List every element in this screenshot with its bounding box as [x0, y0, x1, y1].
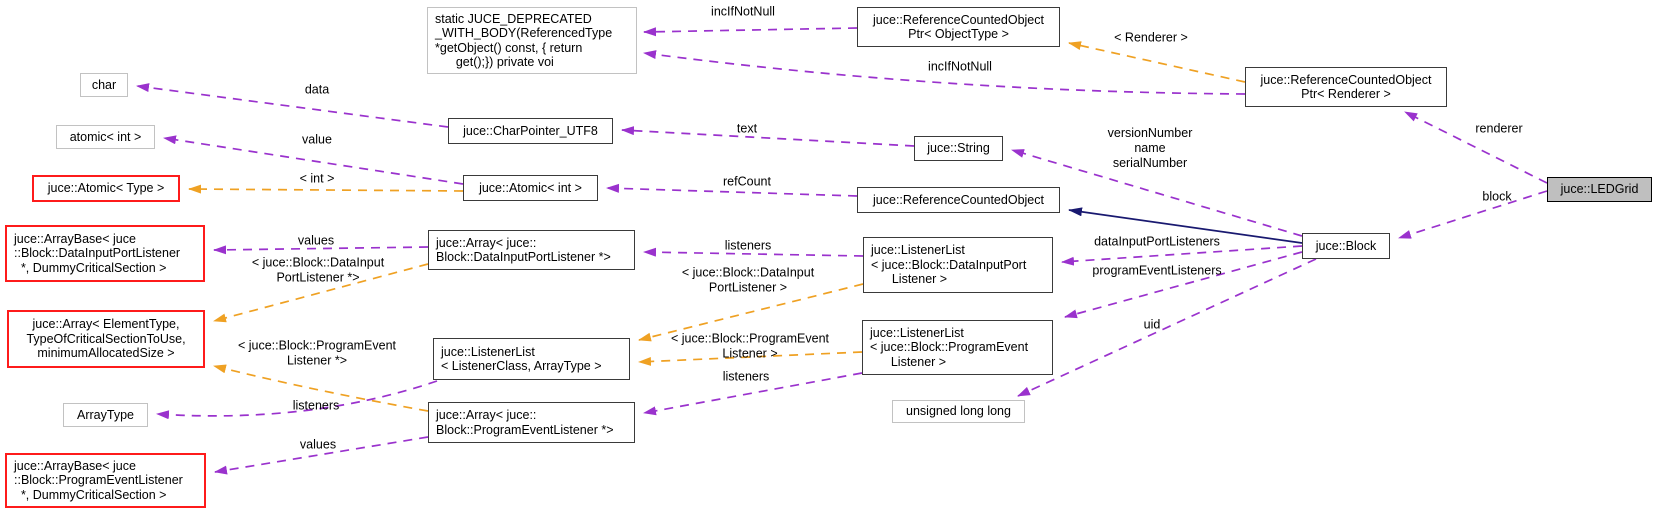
edge-label-string-members: versionNumber name serialNumber	[1107, 125, 1193, 170]
edge-text	[621, 126, 915, 147]
edge-label-listeners-arraytype: listeners	[292, 398, 340, 413]
node-char: char	[80, 73, 128, 97]
node-array-generic[interactable]: juce::Array< ElementType, TypeOfCritical…	[7, 310, 205, 368]
edge-incifnotnull-renderer	[643, 50, 1246, 95]
edge-programeventlisteners	[1064, 251, 1303, 319]
edge-label-template-listenerlist-programevent: < juce::Block::ProgramEvent Listener >	[670, 331, 830, 360]
edge-renderer	[1404, 111, 1548, 184]
node-listenerlist-programeventlistener[interactable]: juce::ListenerList < juce::Block::Progra…	[862, 320, 1053, 375]
edge-label-template-listenerlist-datainput: < juce::Block::DataInput PortListener >	[681, 265, 815, 294]
node-reference-counted-object-ptr-renderer[interactable]: juce::ReferenceCountedObject Ptr< Render…	[1245, 67, 1447, 107]
edge-datainputportlisteners	[1061, 245, 1303, 266]
edge-label-renderer: renderer	[1475, 121, 1523, 136]
edge-incifnotnull-objecttype	[643, 27, 858, 37]
edge-tpl-int	[188, 184, 464, 194]
edge-listeners-arraytype	[156, 380, 438, 420]
edge-label-uid: uid	[1143, 317, 1161, 332]
edge-label-template-renderer: < Renderer >	[1114, 30, 1188, 45]
edge-tpl-renderer	[1068, 41, 1246, 83]
node-juce-ledgrid: juce::LEDGrid	[1547, 177, 1652, 202]
edge-listeners-datainput	[643, 247, 864, 257]
node-juce-block[interactable]: juce::Block	[1302, 233, 1390, 259]
node-array-programeventlistener[interactable]: juce::Array< juce:: Block::ProgramEventL…	[428, 402, 635, 443]
node-arraytype: ArrayType	[63, 403, 148, 427]
edge-inheritance-block-rco	[1068, 207, 1303, 244]
edge-tpl-array-programevent	[213, 364, 429, 412]
edge-label-listeners-programevent: listeners	[722, 369, 770, 384]
edge-label-incifnotnull-top: incIfNotNull	[711, 4, 775, 19]
edge-value	[163, 135, 464, 185]
edge-tpl-array-datainput	[213, 263, 429, 323]
edge-label-data: data	[304, 82, 330, 97]
edge-uid	[1017, 258, 1317, 397]
node-array-datainputportlistener[interactable]: juce::Array< juce:: Block::DataInputPort…	[428, 230, 635, 270]
node-listenerlist-datainputportlistener[interactable]: juce::ListenerList < juce::Block::DataIn…	[863, 237, 1053, 293]
edge-label-datainputportlisteners: dataInputPortListeners	[1094, 234, 1220, 249]
edge-label-template-array-datainput: < juce::Block::DataInput PortListener *>	[251, 255, 385, 284]
edge-refcount	[606, 183, 858, 197]
edge-string-members	[1011, 149, 1303, 237]
edge-label-programeventlisteners: programEventListeners	[1092, 263, 1222, 278]
node-arraybase-datainputportlistener[interactable]: juce::ArrayBase< juce ::Block::DataInput…	[5, 225, 205, 282]
edge-label-values-programevent: values	[299, 437, 337, 452]
edge-listeners-programevent	[643, 372, 863, 416]
edge-values-datainput	[213, 245, 429, 255]
node-juce-atomic-type[interactable]: juce::Atomic< Type >	[32, 175, 180, 202]
edge-tpl-listenerlist-datainput	[638, 283, 864, 342]
node-std-atomic-int: atomic< int >	[56, 125, 155, 149]
edge-label-template-int: < int >	[299, 171, 335, 186]
node-reference-counted-object[interactable]: juce::ReferenceCountedObject	[857, 187, 1060, 213]
edge-tpl-listenerlist-programevent	[638, 351, 863, 366]
edge-label-incifnotnull-mid: incIfNotNull	[928, 59, 992, 74]
node-arraybase-programeventlistener[interactable]: juce::ArrayBase< juce ::Block::ProgramEv…	[5, 453, 206, 508]
edge-label-listeners-datainput: listeners	[724, 238, 772, 253]
node-charpointer-utf8[interactable]: juce::CharPointer_UTF8	[448, 118, 613, 144]
edge-label-value: value	[302, 132, 332, 147]
edge-block	[1398, 190, 1548, 239]
edge-label-text: text	[736, 121, 758, 136]
edge-data	[136, 83, 449, 128]
node-reference-counted-object-ptr-objecttype[interactable]: juce::ReferenceCountedObject Ptr< Object…	[857, 7, 1060, 47]
edge-label-refcount: refCount	[723, 174, 771, 189]
node-juce-deprecated-macro: static JUCE_DEPRECATED _WITH_BODY(Refere…	[427, 7, 637, 74]
node-juce-string[interactable]: juce::String	[914, 136, 1003, 161]
node-juce-atomic-int[interactable]: juce::Atomic< int >	[463, 175, 598, 201]
node-listenerlist-generic[interactable]: juce::ListenerList < ListenerClass, Arra…	[433, 338, 630, 380]
edge-values-programevent	[214, 436, 429, 475]
node-unsigned-long-long: unsigned long long	[892, 400, 1025, 423]
edge-label-template-array-programevent: < juce::Block::ProgramEvent Listener *>	[237, 338, 397, 367]
edge-label-block: block	[1482, 189, 1512, 204]
edge-label-values-datainput: values	[297, 233, 335, 248]
